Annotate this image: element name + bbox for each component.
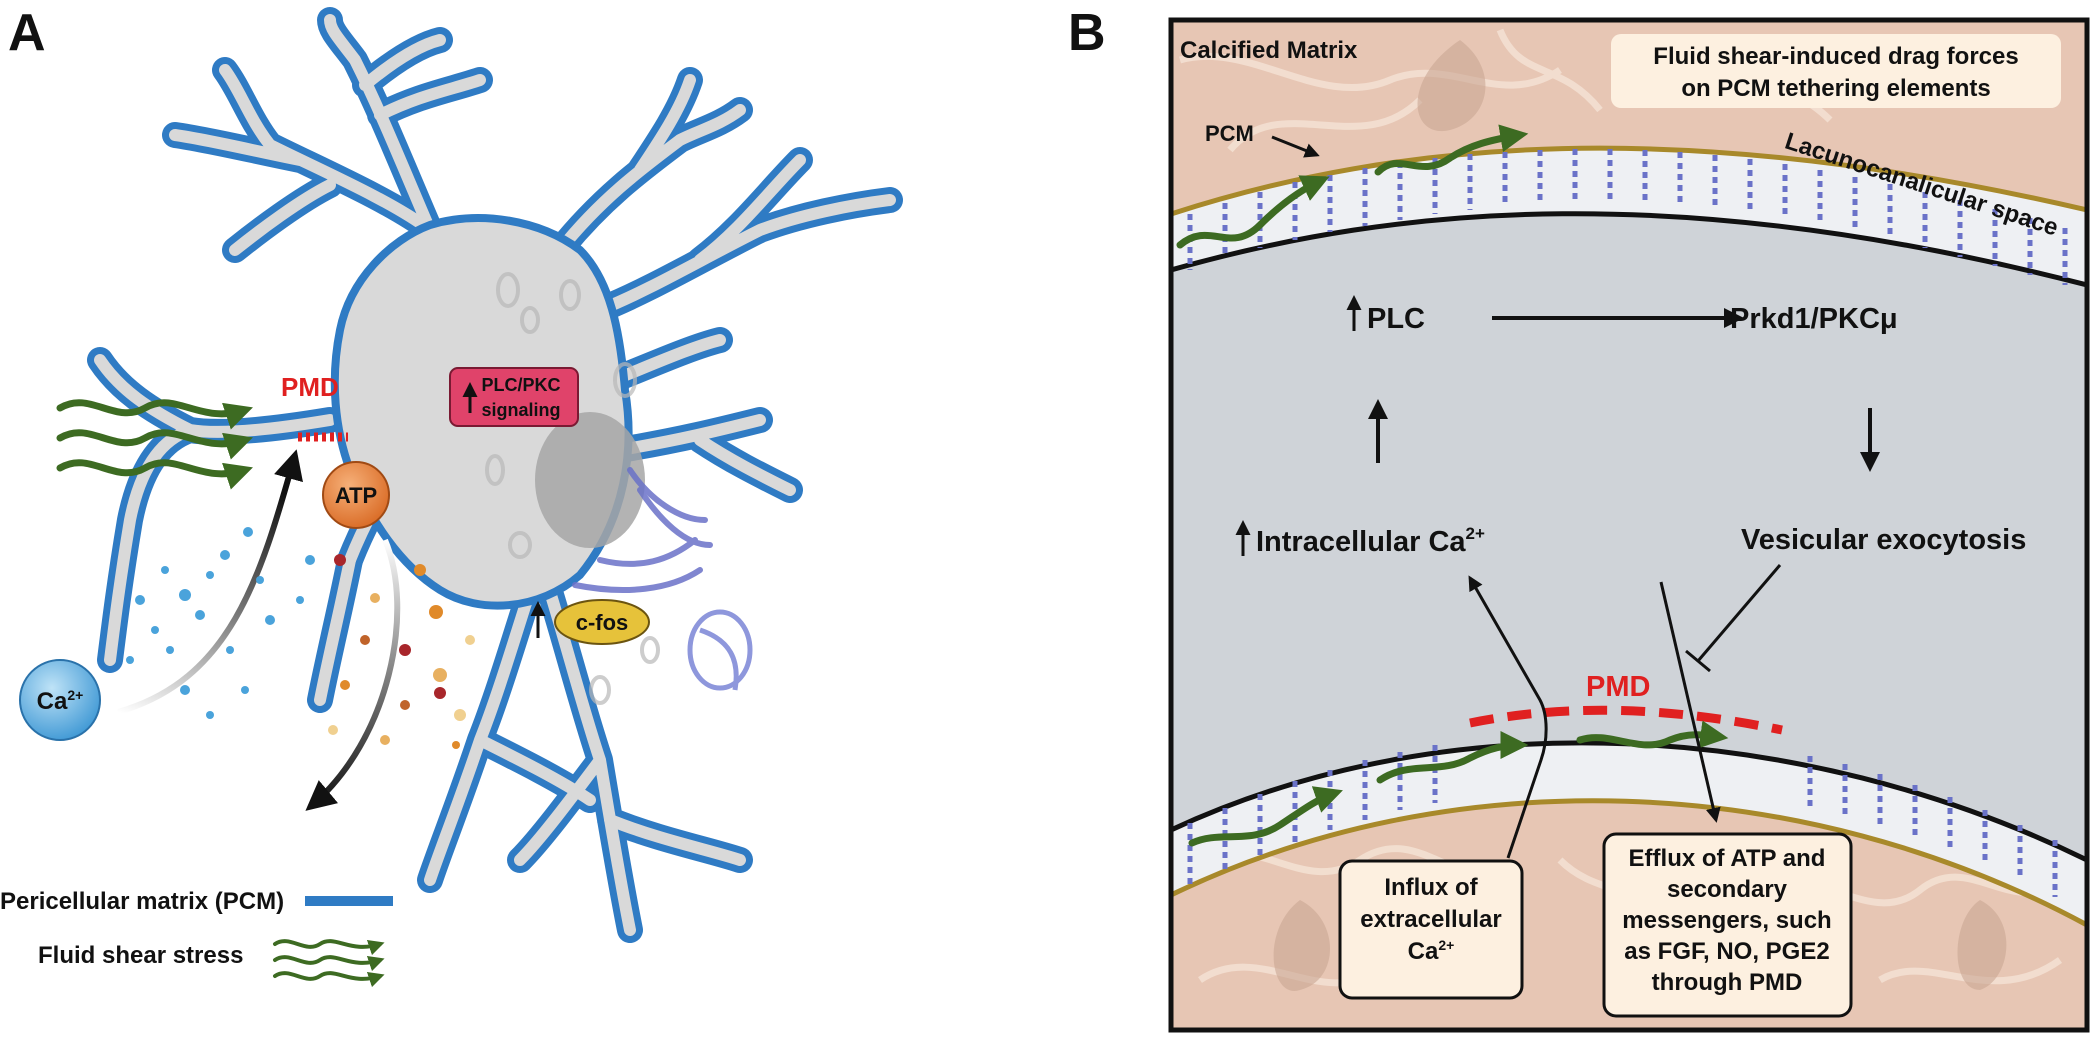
cfos-group: c-fos [530, 599, 650, 645]
ca-influx-arrow-a [117, 449, 303, 715]
pcm-pointer-arrow [1271, 135, 1320, 158]
shear-arrows-a [56, 399, 253, 490]
ca-text-a: Ca2+ [37, 687, 84, 715]
legend-shear-label: Fluid shear stress [38, 942, 243, 969]
influx-arrow-b [1468, 575, 1548, 859]
plc-pkc-line2: signaling [481, 400, 560, 420]
calcium-dots [126, 527, 315, 719]
efflux-box: Efflux of ATP and secondary messengers, … [1602, 832, 1853, 1018]
atp-efflux-arrow-a [305, 538, 401, 811]
plc-pkc-box: PLC/PKC signaling [449, 367, 579, 427]
efflux-line1: Efflux of ATP and [1629, 845, 1826, 872]
legend-pcm-label: Pericellular matrix (PCM) [0, 888, 284, 915]
intracellular-label: Intracellular Ca2+ [1256, 524, 1485, 558]
pmd-label-b: PMD [1586, 671, 1650, 703]
pcm-label-b: PCM [1205, 121, 1254, 146]
influx-line3: Ca2+ [1408, 937, 1455, 965]
atp-label: ATP [335, 483, 377, 508]
efflux-line5: through PMD [1652, 969, 1803, 996]
plc-label: PLC [1367, 303, 1425, 335]
pmd-segment-b [1469, 705, 1783, 735]
calcium-ion: Ca2+ [19, 659, 101, 741]
legend-shear-swatch [273, 939, 385, 988]
efflux-line3: messengers, such [1622, 907, 1831, 934]
prkd-label: Prkd1/PKCμ [1730, 303, 1898, 335]
efflux-line4: as FGF, NO, PGE2 [1624, 938, 1829, 965]
panel-b-scene [1171, 20, 2087, 1030]
plc-pkc-line1: PLC/PKC [481, 375, 560, 395]
drag-line2: on PCM tethering elements [1681, 75, 1990, 102]
influx-line2: extracellular [1360, 906, 1501, 933]
drag-line1: Fluid shear-induced drag forces [1653, 43, 2018, 70]
influx-box: Influx of extracellular Ca2+ [1338, 859, 1524, 1000]
drag-force-box: Fluid shear-induced drag forces on PCM t… [1611, 34, 2061, 108]
legend-a: Pericellular matrix (PCM) Fluid shear st… [0, 888, 393, 988]
panel-b-frame [1168, 17, 2090, 1033]
calcified-matrix-label: Calcified Matrix [1180, 37, 1358, 64]
vesicular-label: Vesicular exocytosis [1741, 524, 2026, 556]
panel-b-label: B [1068, 4, 1106, 62]
messenger-dots [328, 554, 475, 749]
vesicular-inhibit [1685, 564, 1782, 673]
panel-a-label: A [8, 4, 46, 62]
efflux-line2: secondary [1667, 876, 1788, 903]
efflux-arrow-b [1659, 581, 1721, 823]
atp-molecule: ATP [322, 461, 390, 529]
shear-arrows-b [1176, 124, 1729, 847]
influx-line1: Influx of [1384, 874, 1478, 901]
cfos-label: c-fos [576, 610, 629, 635]
pmd-label-a: PMD [281, 372, 339, 402]
osteocyte-cell [87, 7, 903, 943]
